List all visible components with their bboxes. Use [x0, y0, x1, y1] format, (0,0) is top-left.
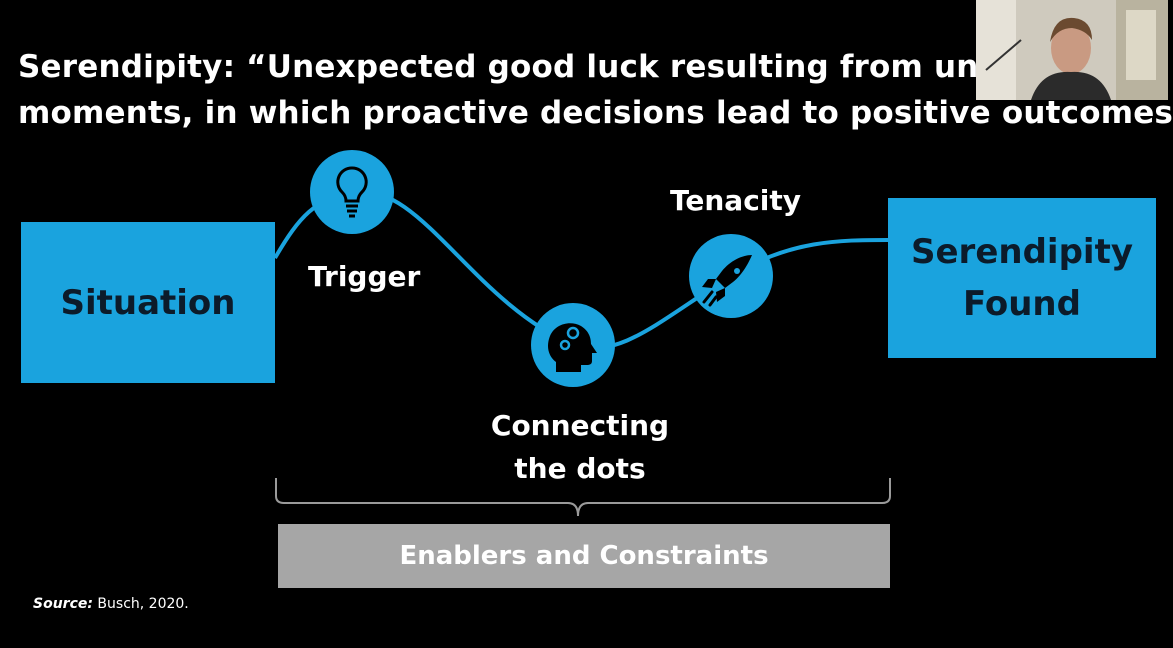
connecting-label-line-2: the dots	[514, 452, 646, 485]
brace	[275, 478, 891, 517]
connecting-label-line-1: Connecting	[490, 409, 670, 442]
connecting-the-dots-label: Connecting the dots	[470, 404, 690, 490]
tenacity-label: Tenacity	[670, 184, 802, 217]
rocket-icon	[689, 234, 773, 318]
serendipity-found-box: Serendipity Found	[888, 198, 1156, 358]
slide-title-line-2: moments, in which proactive decisions le…	[18, 95, 1173, 131]
trigger-label: Trigger	[308, 260, 421, 293]
head-gears-icon	[531, 303, 615, 387]
enablers-constraints-bar: Enablers and Constraints	[278, 524, 890, 588]
lightbulb-icon	[310, 150, 394, 234]
webcam-video	[976, 0, 1168, 100]
enablers-constraints-label: Enablers and Constraints	[399, 541, 769, 571]
slide-title-line-1: Serendipity: “Unexpected good luck resul…	[18, 49, 1033, 85]
serendipity-found-label-line-1: Serendipity	[911, 232, 1133, 272]
slide-title: Serendipity: “Unexpected good luck resul…	[18, 44, 1173, 136]
situation-label: Situation	[60, 282, 236, 323]
source-text: Busch, 2020.	[92, 596, 189, 612]
source-prefix: Source:	[33, 596, 93, 612]
serendipity-found-label-line-2: Found	[963, 284, 1081, 324]
presenter-avatar	[976, 0, 1168, 100]
situation-box: Situation	[21, 222, 275, 383]
source-citation: Source: Busch, 2020.	[33, 596, 189, 612]
